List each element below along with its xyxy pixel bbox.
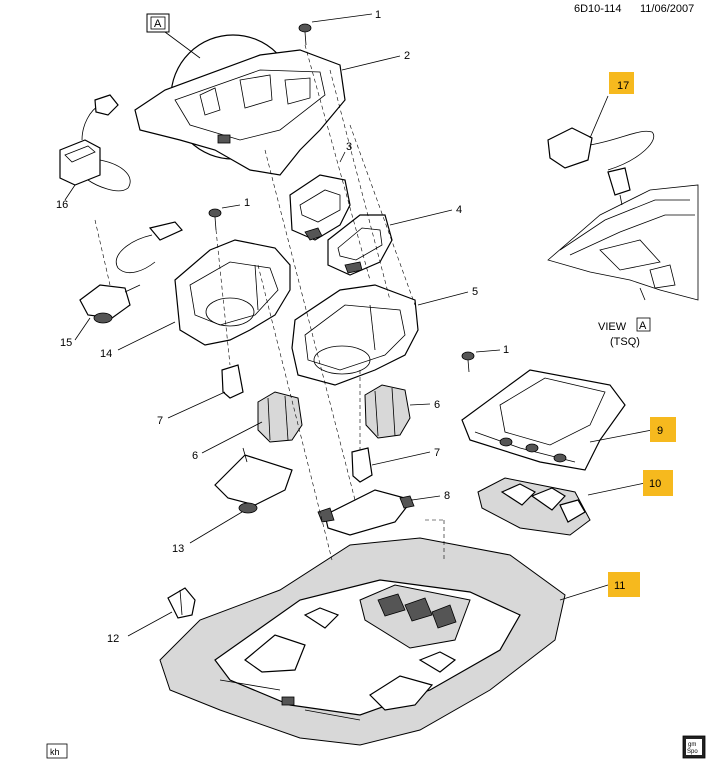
- part-5-housing: [291, 284, 419, 386]
- view-letter-box: [636, 317, 651, 332]
- view-variant: (TSQ): [610, 336, 640, 348]
- part-4-lamp-socket: [327, 214, 393, 276]
- callout-1-top: 1: [375, 9, 381, 21]
- part-15-harness: [79, 221, 183, 324]
- part-7-bulb-right: [351, 447, 373, 483]
- part-1-screw-top: [298, 23, 312, 46]
- callout-17: 17: [617, 80, 629, 92]
- callout-8: 8: [444, 490, 450, 502]
- part-6-lens-right: [364, 384, 411, 439]
- callout-7-left: 7: [157, 415, 163, 427]
- leader-lines: [64, 13, 653, 637]
- view-label: VIEW: [598, 321, 627, 333]
- view-letter: A: [639, 320, 647, 332]
- callout-6-left: 6: [192, 450, 198, 462]
- callout-11: 11: [614, 580, 625, 592]
- callout-1-middle: 1: [244, 197, 250, 209]
- view-a-leader: [164, 31, 201, 59]
- part-8-lens: [317, 489, 415, 536]
- view-a-letter: A: [154, 18, 162, 30]
- callout-4: 4: [456, 204, 462, 216]
- callout-5: 5: [472, 286, 478, 298]
- part-6-lens-left: [257, 391, 303, 443]
- part-7-bulb-left: [221, 364, 244, 399]
- callout-16: 16: [56, 199, 68, 211]
- badge-kh-box: [46, 743, 68, 759]
- part-1-screw-middle: [208, 208, 222, 231]
- assembly-lines: [94, 44, 445, 561]
- part-9-module: [461, 369, 626, 471]
- part-16-connector: [59, 94, 131, 192]
- gm-spo-logo-inner: [686, 739, 702, 755]
- callout-1-right: 1: [503, 344, 509, 356]
- diagram-date: 11/06/2007: [640, 3, 694, 15]
- callout-17-highlight: [609, 72, 634, 94]
- part-1-screw-right: [461, 351, 475, 373]
- callout-2: 2: [404, 50, 410, 62]
- part-13-lens: [214, 447, 293, 514]
- callout-12: 12: [107, 633, 119, 645]
- diagram-code: 6D10-114: [574, 3, 622, 15]
- gm-spo-logo-bottom: Spo: [687, 749, 698, 755]
- gm-spo-logo-top: gm: [688, 742, 696, 748]
- callout-10-highlight: [643, 470, 673, 496]
- part-14-housing: [174, 239, 291, 346]
- part-11-console: [159, 537, 566, 746]
- callout-6-right: 6: [434, 399, 440, 411]
- callout-9-highlight: [650, 417, 676, 442]
- callout-11-highlight: [608, 572, 640, 597]
- badge-kh: kh: [50, 747, 60, 757]
- part-3-lamp-socket: [289, 174, 351, 241]
- callout-3: 3: [346, 141, 352, 153]
- callout-15: 15: [60, 337, 72, 349]
- part-17-pigtail: [547, 127, 655, 206]
- callout-13: 13: [172, 543, 184, 555]
- callout-14: 14: [100, 348, 112, 360]
- part-12-clip: [167, 587, 196, 619]
- part-10-switch-bezel: [477, 477, 591, 536]
- view-a-box-inner: [150, 16, 166, 30]
- view-a-detail: [547, 184, 699, 301]
- callout-10: 10: [649, 478, 661, 490]
- callout-9: 9: [657, 425, 663, 437]
- callout-7-right: 7: [434, 447, 440, 459]
- part-2-bracket: [134, 49, 346, 176]
